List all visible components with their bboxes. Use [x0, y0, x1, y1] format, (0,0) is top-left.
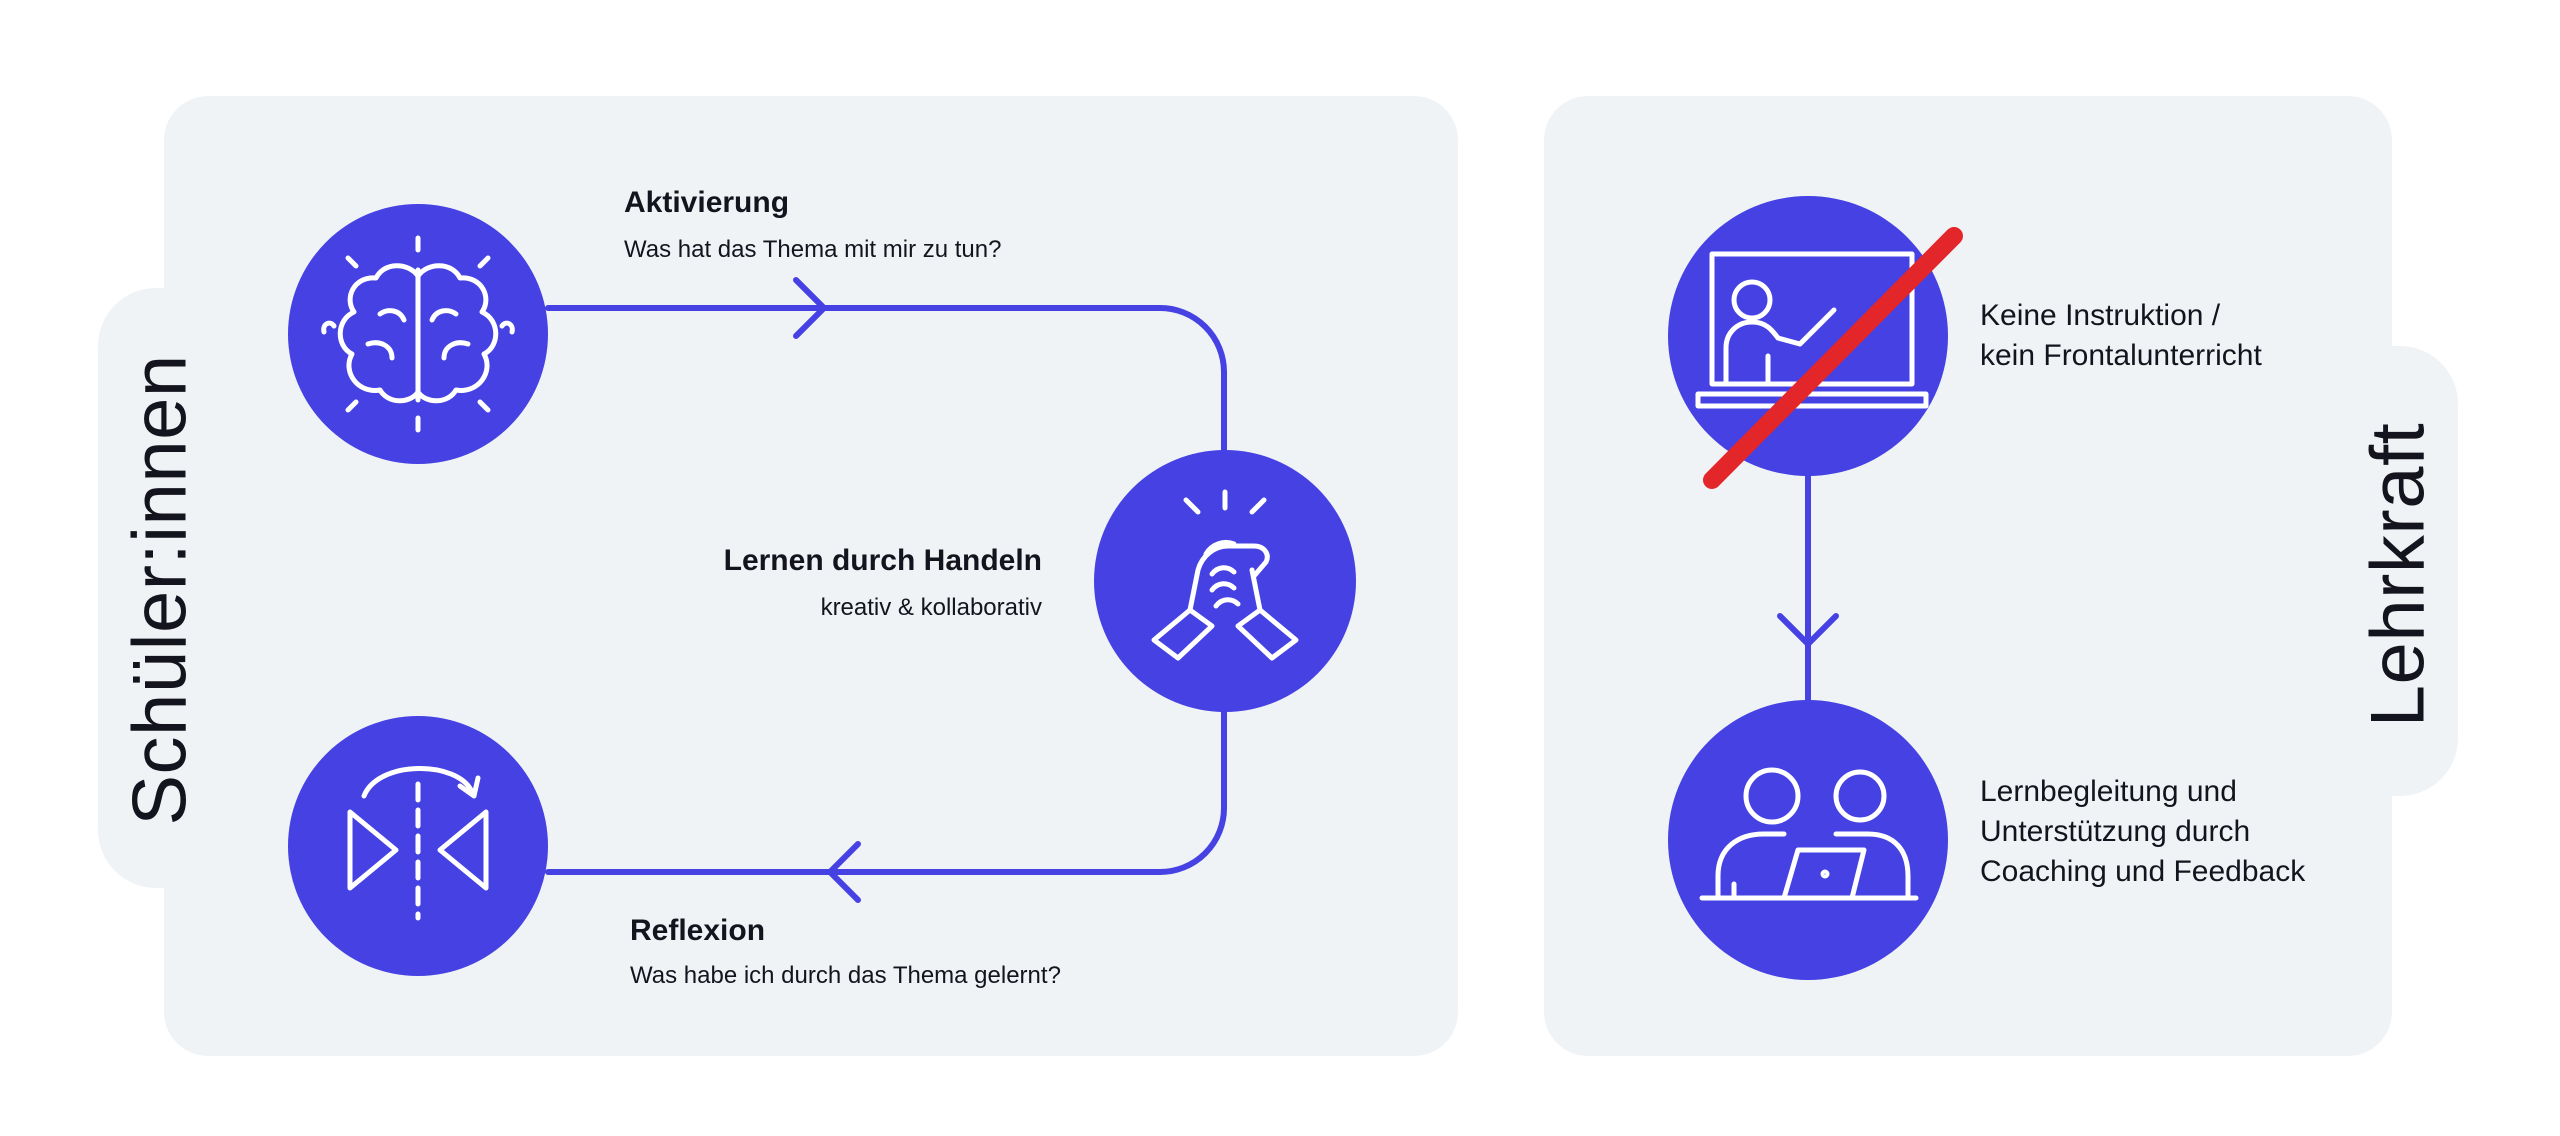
learning-title: Lernen durch Handeln: [723, 544, 1042, 577]
arrow-right-head: [793, 277, 827, 339]
mirror-flip-icon: [347, 766, 489, 921]
arrow-down-head: [1777, 613, 1839, 647]
learning-subtitle: kreativ & kollaborativ: [820, 594, 1042, 621]
activation-title: Aktivierung: [624, 186, 790, 219]
coaching-text: Lernbegleitung und Unterstützung durch C…: [1980, 772, 2305, 892]
two-people-laptop-icon: [1699, 767, 1919, 901]
no-instruction-line1: Keine Instruktion /: [1980, 299, 2221, 332]
coaching-line3: Coaching und Feedback: [1980, 855, 2306, 888]
no-instruction-circle: [1668, 196, 1948, 476]
reflection-subtitle: Was habe ich durch das Thema gelernt?: [630, 962, 1061, 989]
no-instruction-line2: kein Frontalunterricht: [1980, 339, 2262, 372]
reflection-circle: [288, 716, 548, 976]
brain-icon: [321, 235, 515, 433]
handshake-icon: [1151, 489, 1299, 661]
coaching-line1: Lernbegleitung und: [1980, 775, 2237, 808]
activation-circle: [288, 204, 548, 464]
learning-circle: [1094, 450, 1356, 712]
activation-subtitle: Was hat das Thema mit mir zu tun?: [624, 236, 1002, 263]
coaching-circle: [1668, 700, 1948, 980]
reflection-title: Reflexion: [630, 914, 766, 947]
coaching-line2: Unterstützung durch: [1980, 815, 2251, 848]
no-instruction-text: Keine Instruktion / kein Frontalunterric…: [1980, 296, 2262, 376]
arrow-left-head: [827, 841, 861, 903]
